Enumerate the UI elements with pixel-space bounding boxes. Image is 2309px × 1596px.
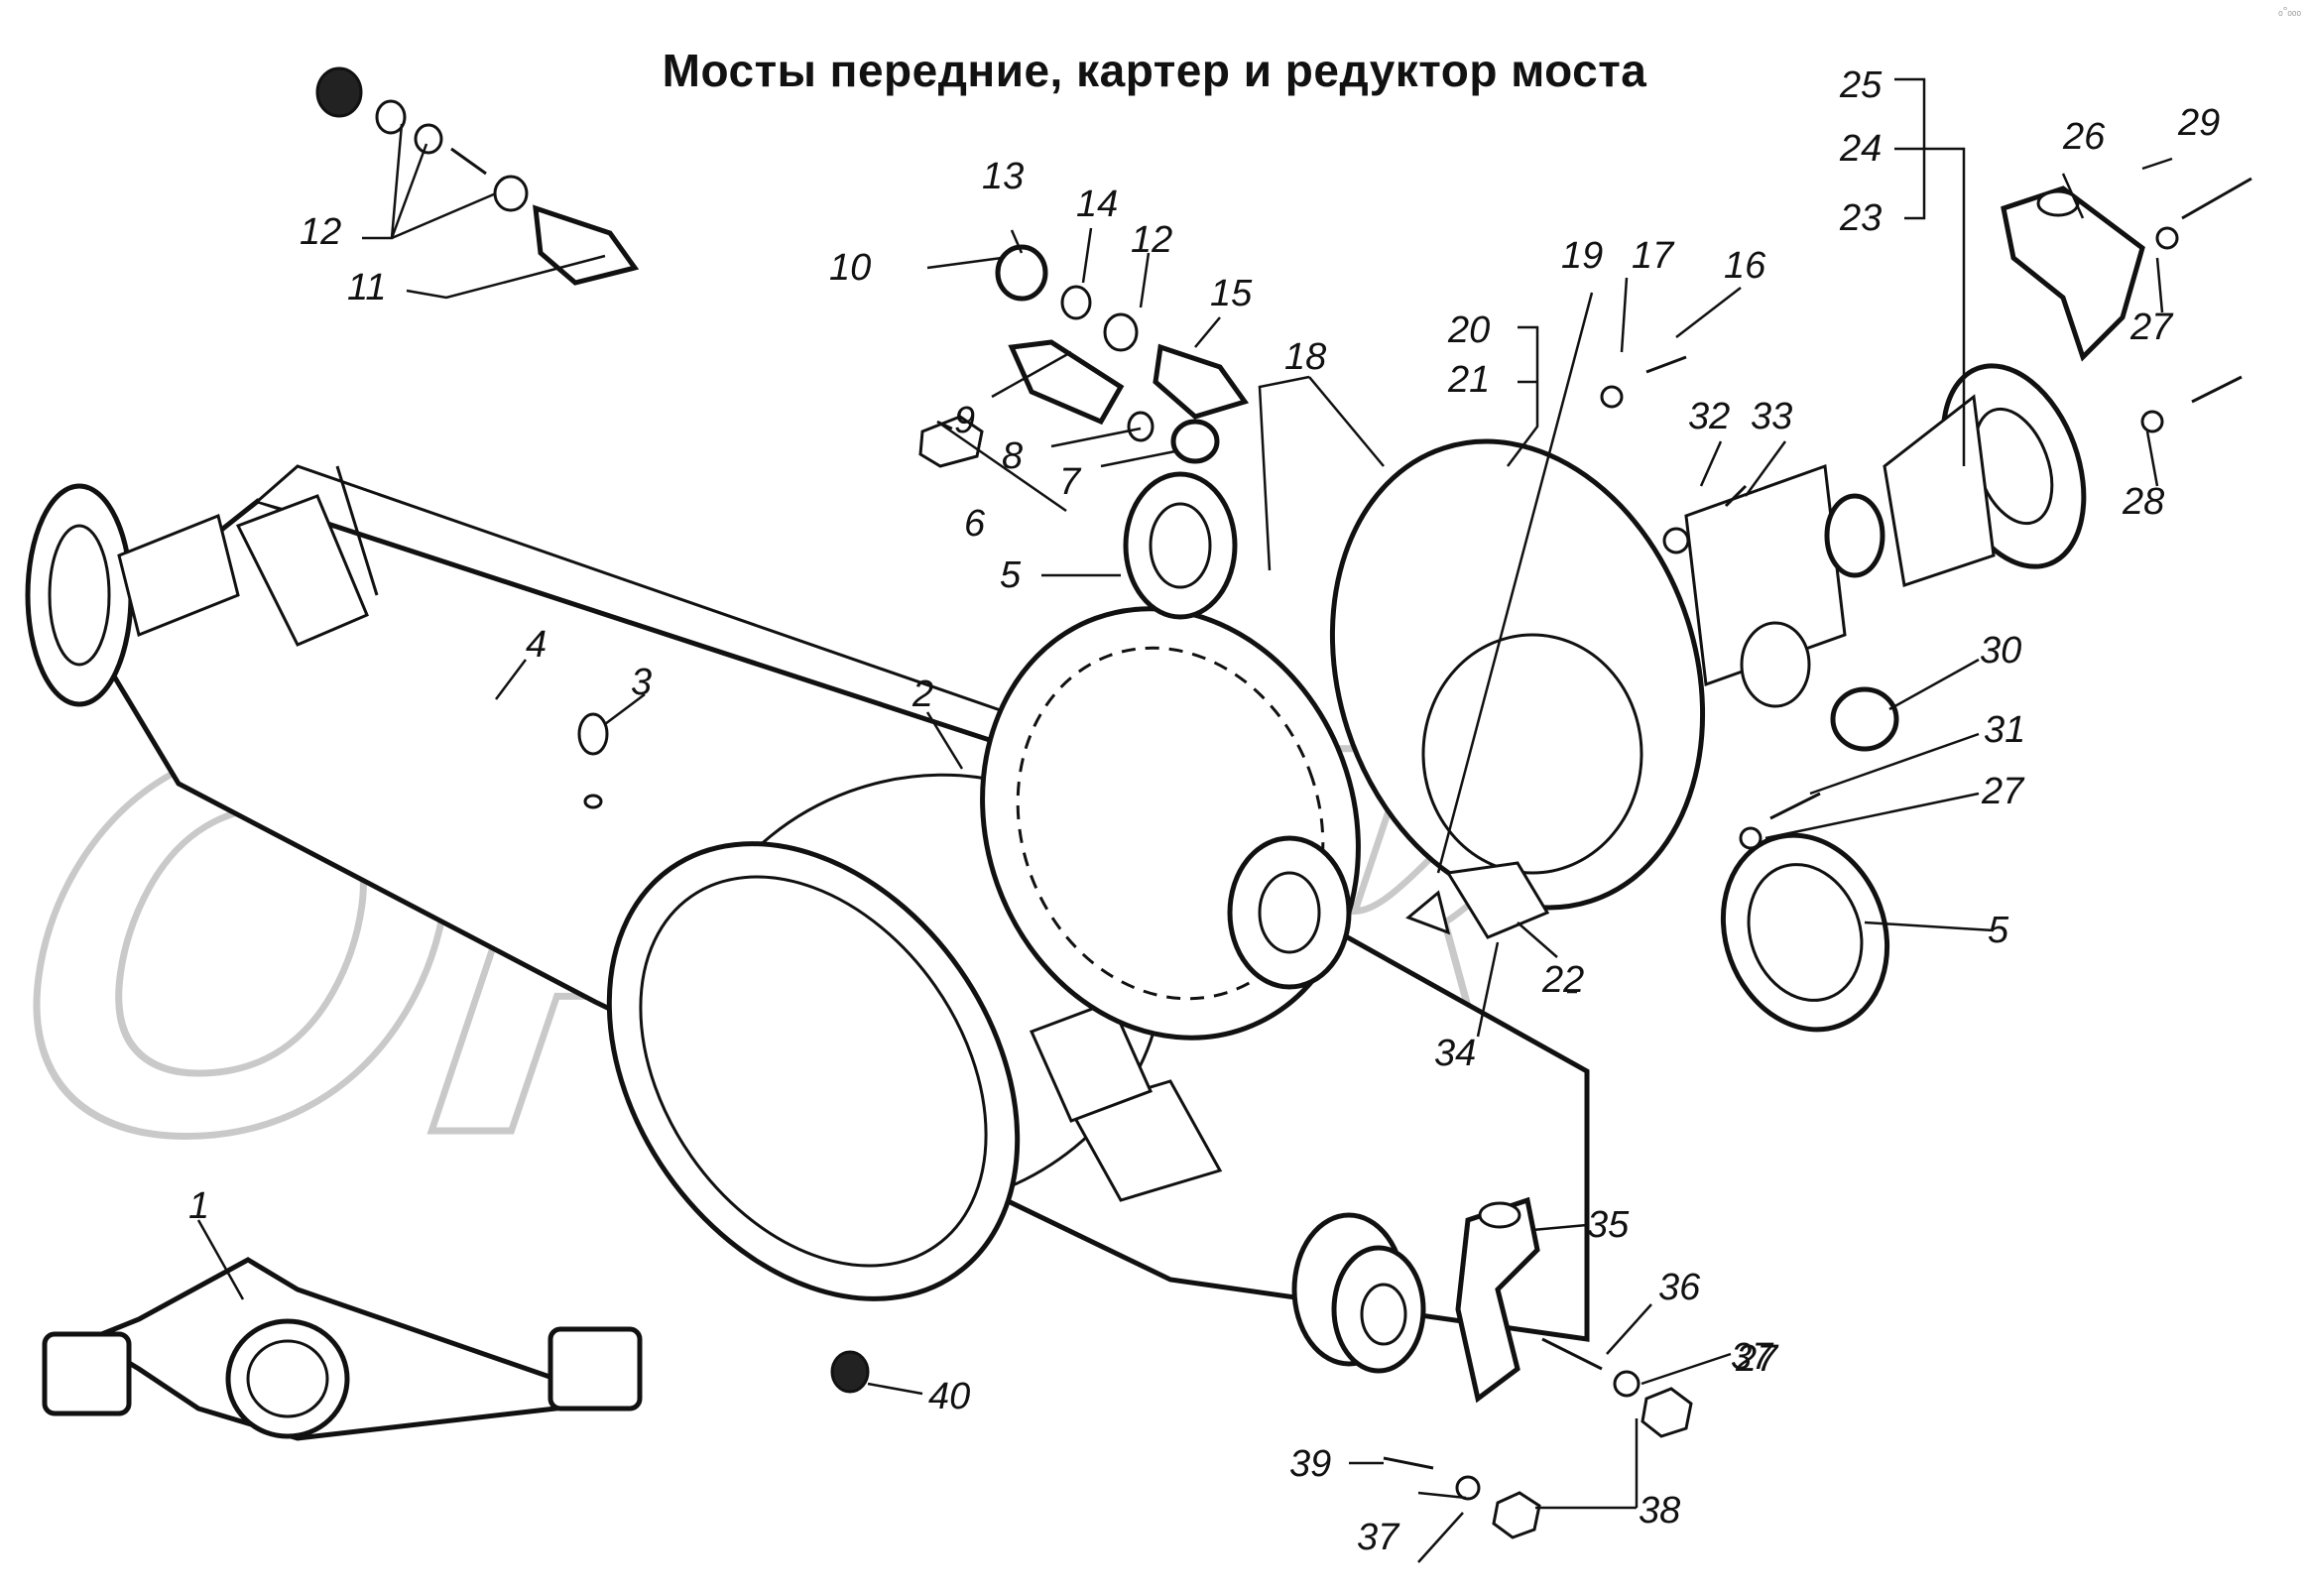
bracket-35: [1455, 1196, 1540, 1404]
callout-24: 24: [1839, 128, 1882, 170]
callout-26: 26: [2062, 116, 2106, 158]
callout-6: 6: [964, 503, 986, 545]
callout-32: 32: [1688, 396, 1730, 437]
bearing-cup-left: [1123, 471, 1238, 620]
callout-22: 22: [1541, 959, 1584, 1001]
lock-plate-22: [1405, 861, 1550, 939]
callout-27-right: 27: [1981, 771, 2025, 812]
callout-39: 39: [1289, 1443, 1331, 1485]
callout-29: 29: [2177, 102, 2220, 144]
reducer-carrier: [1329, 438, 1847, 911]
bracket-26: [2001, 185, 2145, 362]
callout-33: 33: [1751, 396, 1792, 437]
corner-mark: ₒ°ₒₒₒ: [2278, 4, 2301, 18]
callout-20: 20: [1447, 309, 1490, 351]
callout-27-top: 27: [2129, 307, 2174, 348]
fitting-parts-upper-left: [315, 66, 640, 286]
ring-gear-assembly: [980, 606, 1361, 1041]
diagram-title: Мосты передние, картер и редуктор моста: [662, 45, 1647, 96]
callout-13: 13: [982, 156, 1024, 197]
callout-28: 28: [2122, 481, 2164, 523]
bearing-cup-right: [1720, 832, 1890, 1033]
tie-rod-assembly: [42, 1257, 643, 1441]
callout-17: 17: [1632, 235, 1675, 277]
callout-21: 21: [1447, 359, 1490, 401]
callout-14: 14: [1076, 184, 1118, 225]
housing-bowl: [606, 841, 1021, 1301]
callout-27-bottom: 27: [1735, 1338, 1779, 1380]
leader-lines: [196, 77, 2173, 1563]
callout-23: 23: [1839, 197, 1882, 239]
callout-38: 38: [1639, 1490, 1680, 1532]
fitting-parts-center: [918, 244, 1250, 468]
callout-19: 19: [1561, 235, 1603, 277]
axle-end-flange-right: [1029, 1000, 1426, 1374]
callout-1: 1: [188, 1185, 209, 1227]
callout-11: 11: [347, 267, 386, 308]
callout-9: 9: [954, 400, 975, 441]
callout-7: 7: [1059, 461, 1082, 503]
callout-12-center: 12: [1131, 219, 1172, 261]
callout-3: 3: [631, 662, 652, 703]
callout-37-right: 37: [1731, 1336, 1774, 1378]
callout-34: 34: [1434, 1033, 1476, 1074]
callout-8: 8: [1002, 435, 1023, 477]
fasteners-lower: [577, 712, 1693, 1539]
fasteners-right: [1600, 177, 2252, 850]
callout-4: 4: [526, 624, 547, 666]
callout-15: 15: [1210, 273, 1253, 314]
callout-31: 31: [1984, 709, 2025, 751]
callout-37-bottom: 37: [1357, 1517, 1400, 1558]
callout-18: 18: [1284, 336, 1326, 378]
callout-30: 30: [1980, 630, 2021, 672]
callout-10: 10: [829, 247, 871, 289]
callout-12-left: 12: [300, 211, 341, 253]
pinion-flange: [1824, 363, 2087, 587]
callout-36: 36: [1658, 1267, 1701, 1308]
callout-40: 40: [928, 1376, 970, 1417]
callout-2: 2: [911, 674, 933, 715]
callout-25: 25: [1839, 64, 1883, 106]
callout-16: 16: [1724, 245, 1766, 287]
callout-35: 35: [1587, 1204, 1630, 1246]
callout-5-right: 5: [1988, 910, 2009, 951]
callout-labels: 1 2 3 4 5 5 6 7 8 9 10 11 12 12 13 14 15…: [188, 64, 2220, 1558]
callout-5-upper: 5: [1000, 554, 1022, 596]
